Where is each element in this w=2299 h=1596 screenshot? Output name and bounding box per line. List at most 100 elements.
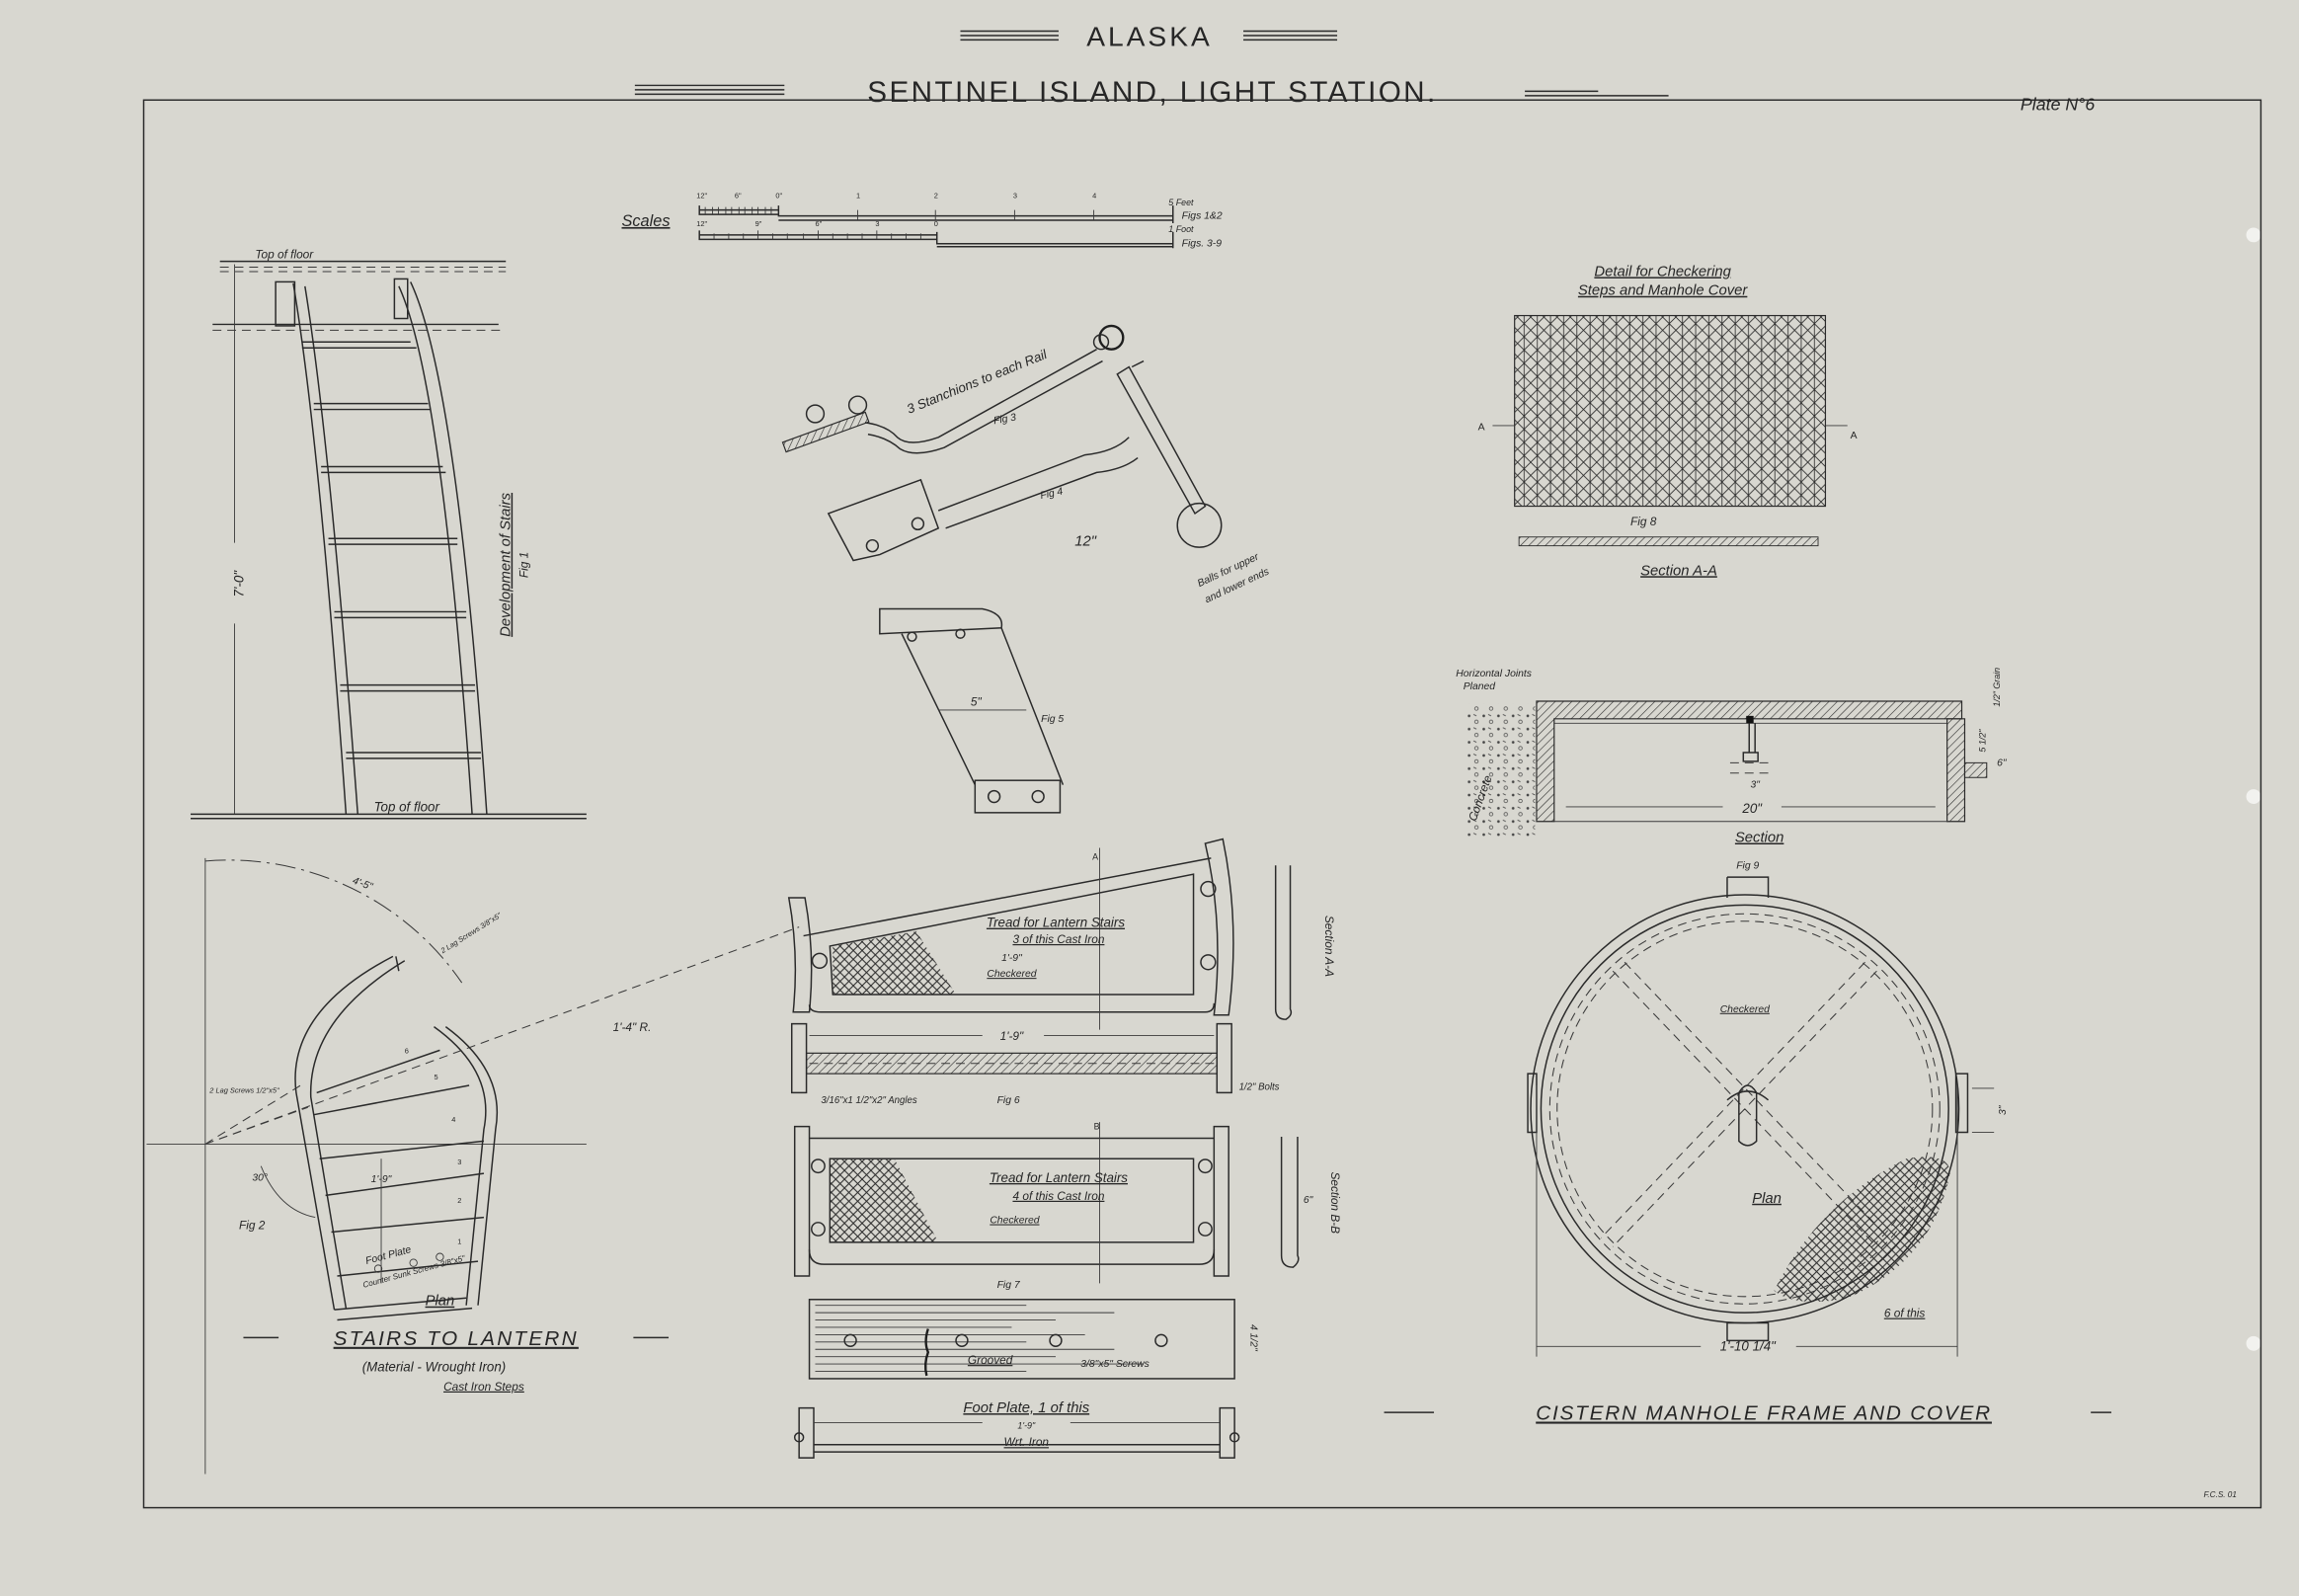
fig1-stair-development: Top of floor Top of floor 7'-0" Developm…: [191, 248, 587, 820]
fig1-label: Fig 1: [516, 552, 530, 578]
angle-label: 30°: [252, 1173, 268, 1184]
joints-note: Planed: [1464, 681, 1497, 692]
scale1-tick: 5 Feet: [1168, 198, 1194, 207]
scale1-tick: 12": [696, 192, 707, 200]
section-depth: 5 1/2": [1977, 729, 1987, 753]
step-number: 3: [457, 1157, 461, 1166]
foot-plate-width: 1'-9": [1017, 1420, 1036, 1430]
tread4-height: 6": [1304, 1195, 1314, 1206]
scale1-tick: 3: [1013, 192, 1017, 200]
fig1-title: Development of Stairs: [499, 492, 515, 636]
section-cut-label: A: [1851, 431, 1858, 441]
tread3-width: 1'-9": [1001, 953, 1023, 964]
drawing-border: [142, 99, 2262, 1509]
fig9-label: Fig 9: [1736, 860, 1759, 871]
state-title: ALASKA: [1086, 20, 1213, 51]
section-b-b-label: Section B-B: [1328, 1171, 1342, 1234]
plan-label: Plan: [426, 1294, 455, 1310]
joints-note: Horizontal Joints: [1456, 669, 1532, 679]
fig5-bracket: 5" Fig 5: [879, 607, 1064, 814]
tread3-finish: Checkered: [987, 969, 1037, 980]
stair-width-label: 1'-9": [371, 1174, 393, 1185]
fig6-label: Fig 6: [997, 1095, 1020, 1106]
tread-4-of-this: B Tread for Lantern Stairs 4 of this Cas…: [793, 1122, 1342, 1291]
fig9-manhole-plan: Checkered Plan 6 of this 1'-10 1/4" 3": [1527, 876, 2009, 1357]
scale1-tick: 0": [775, 192, 782, 200]
scale1-tick: 4: [1092, 192, 1096, 200]
stairs-to-lantern-title: STAIRS TO LANTERN (Material - Wrought Ir…: [243, 1327, 670, 1394]
fig7-label: Fig 7: [997, 1280, 1021, 1291]
lag-screws-label: 2 Lag Screws 1/2"x5": [208, 1085, 279, 1094]
tread4-finish: Checkered: [990, 1216, 1040, 1227]
section-height: 6": [1997, 758, 2008, 768]
fig2-label: Fig 2: [239, 1219, 266, 1233]
step-number: 1: [457, 1237, 461, 1245]
top-of-floor-label: Top of floor: [374, 799, 440, 814]
plan-quantity: 6 of this: [1884, 1307, 1926, 1320]
section-width: 20": [1741, 801, 1763, 816]
tread4-quantity: 4 of this Cast Iron: [1012, 1189, 1104, 1203]
foot-plate-height: 4 1/2": [1247, 1324, 1258, 1352]
angles-note: 3/16"x1 1/2"x2" Angles: [821, 1095, 916, 1106]
scale2-tick: 9": [755, 219, 762, 228]
scale2-tick: 6": [815, 219, 822, 228]
scales: Scales 12" 6" 0" 1 2 3 4 5 Feet Figs 1&2…: [622, 192, 1223, 250]
fig3-label: Fig 3: [992, 412, 1017, 427]
fig6-width: 1'-9": [1000, 1029, 1024, 1043]
scale1-figs: Figs 1&2: [1182, 211, 1223, 222]
section-cut-label: A: [1478, 422, 1485, 433]
fig6-tread-elevation: 1'-9" 3/16"x1 1/2"x2" Angles Fig 6 1/2" …: [790, 1022, 1280, 1106]
foot-plate-material: Wrt. Iron: [1004, 1435, 1050, 1449]
handle-width: 3": [1750, 780, 1761, 791]
foot-plate: Grooved 3/8"x5" Screws 4 1/2" Foot Plate…: [793, 1299, 1258, 1459]
binder-hole: [2246, 1335, 2261, 1351]
radius-label: 1'-4" R.: [613, 1020, 652, 1034]
scale1-tick: 6": [735, 192, 742, 200]
plan-diameter: 1'-10 1/4": [1720, 1339, 1778, 1354]
bolts-note: 1/2" Bolts: [1239, 1081, 1280, 1092]
step-number: 2: [457, 1196, 461, 1205]
section-cut-label: B: [1094, 1122, 1100, 1132]
scale1-tick: 1: [856, 192, 860, 200]
screws-note: 3/8"x5" Screws: [1080, 1359, 1150, 1370]
scales-label: Scales: [622, 212, 671, 230]
fig4-label: Fig 4: [1039, 486, 1064, 502]
stairs-title: STAIRS TO LANTERN: [334, 1327, 579, 1350]
binder-hole: [2246, 789, 2261, 804]
fig8-label: Fig 8: [1630, 515, 1657, 528]
scale2-figs: Figs. 3-9: [1182, 239, 1223, 250]
section-a-a-label: Section A-A: [1322, 916, 1336, 977]
step-number: 6: [405, 1046, 409, 1055]
cistern-title-text: CISTERN MANHOLE FRAME AND COVER: [1536, 1402, 1992, 1425]
plan-label: Plan: [1752, 1191, 1782, 1207]
cistern-title: CISTERN MANHOLE FRAME AND COVER: [1384, 1402, 2111, 1425]
station-title: SENTINEL ISLAND, LIGHT STATION.: [867, 76, 1437, 109]
step-number: 4: [451, 1115, 455, 1124]
binder-hole: [2246, 227, 2261, 243]
title-rule: [960, 30, 1338, 41]
fig5-dimension: 5": [971, 694, 983, 708]
tread3-title: Tread for Lantern Stairs: [987, 916, 1125, 930]
tread3-quantity: 3 of this Cast Iron: [1012, 932, 1104, 946]
step-number: 5: [434, 1073, 437, 1081]
stair-height-dimension: 7'-0": [231, 570, 246, 598]
tread4-title: Tread for Lantern Stairs: [990, 1170, 1128, 1185]
title-rule: [634, 84, 1669, 97]
plan-finish: Checkered: [1720, 1004, 1771, 1015]
foot-plate-title: Foot Plate, 1 of this: [963, 1400, 1089, 1416]
grooved-note: Grooved: [968, 1353, 1013, 1367]
fig8-checkering-detail: Detail for Checkering Steps and Manhole …: [1478, 264, 1858, 579]
stairs-steps-material: Cast Iron Steps: [443, 1380, 524, 1394]
checkering-title: Detail for Checkering: [1594, 264, 1731, 279]
scale2-tick: 3: [875, 219, 879, 228]
fig5-label: Fig 5: [1041, 714, 1064, 725]
top-of-floor-label: Top of floor: [255, 248, 314, 262]
grain-note: 1/2" Grain: [1992, 668, 2002, 707]
stanchion-length: 12": [1074, 534, 1096, 550]
lug-width: 3": [1998, 1104, 2009, 1115]
scale2-tick: 0: [934, 219, 938, 228]
section-cut-label: A: [1092, 851, 1098, 861]
section-label: Section: [1735, 831, 1784, 846]
